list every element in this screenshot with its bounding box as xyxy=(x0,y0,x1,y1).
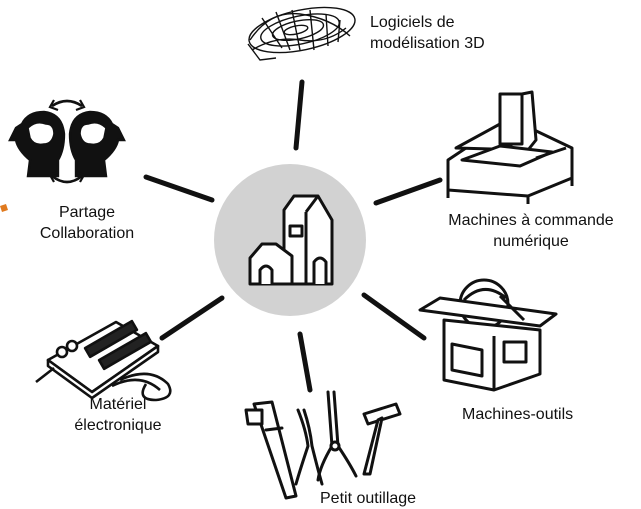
label-modeling-line2: modélisation 3D xyxy=(370,35,485,52)
connector-lines xyxy=(143,79,443,393)
accent-mark xyxy=(0,204,8,212)
house-icon xyxy=(248,194,334,286)
3d-wireframe-icon xyxy=(247,6,356,61)
label-sharing-line2: Collaboration xyxy=(39,225,135,242)
label-machine-tools: Machines-outils xyxy=(462,404,573,425)
cnc-machine-icon xyxy=(446,90,574,204)
label-sharing: Partage Collaboration xyxy=(12,202,162,244)
connector-machine-tools xyxy=(361,292,427,341)
circuit-board-icon xyxy=(35,319,172,402)
label-modeling-line1: Logiciels de xyxy=(370,14,455,31)
two-heads-icon xyxy=(8,99,126,184)
connector-cnc xyxy=(373,177,443,206)
label-electronics: Matériel électronique xyxy=(38,394,198,436)
hub xyxy=(214,164,366,316)
connector-sharing xyxy=(143,174,215,203)
label-electronics-line1: Matériel xyxy=(89,396,147,413)
label-cnc: Machines à commande numérique xyxy=(426,210,636,252)
label-cnc-line1: Machines à commande xyxy=(448,212,614,229)
label-sharing-line1: Partage xyxy=(58,204,116,221)
label-small-tools-line1: Petit outillage xyxy=(320,490,417,507)
connector-small-tools xyxy=(297,331,313,393)
label-cnc-line2: numérique xyxy=(493,233,569,250)
connector-modeling xyxy=(293,79,305,151)
label-electronics-line2: électronique xyxy=(74,417,162,434)
label-small-tools: Petit outillage xyxy=(320,488,416,509)
label-modeling: Logiciels de modélisation 3D xyxy=(370,12,485,54)
machine-tool-icon xyxy=(418,278,558,392)
connector-electronics xyxy=(159,295,225,341)
hand-tools-icon xyxy=(244,390,402,500)
label-machine-tools-line1: Machines-outils xyxy=(462,406,574,423)
